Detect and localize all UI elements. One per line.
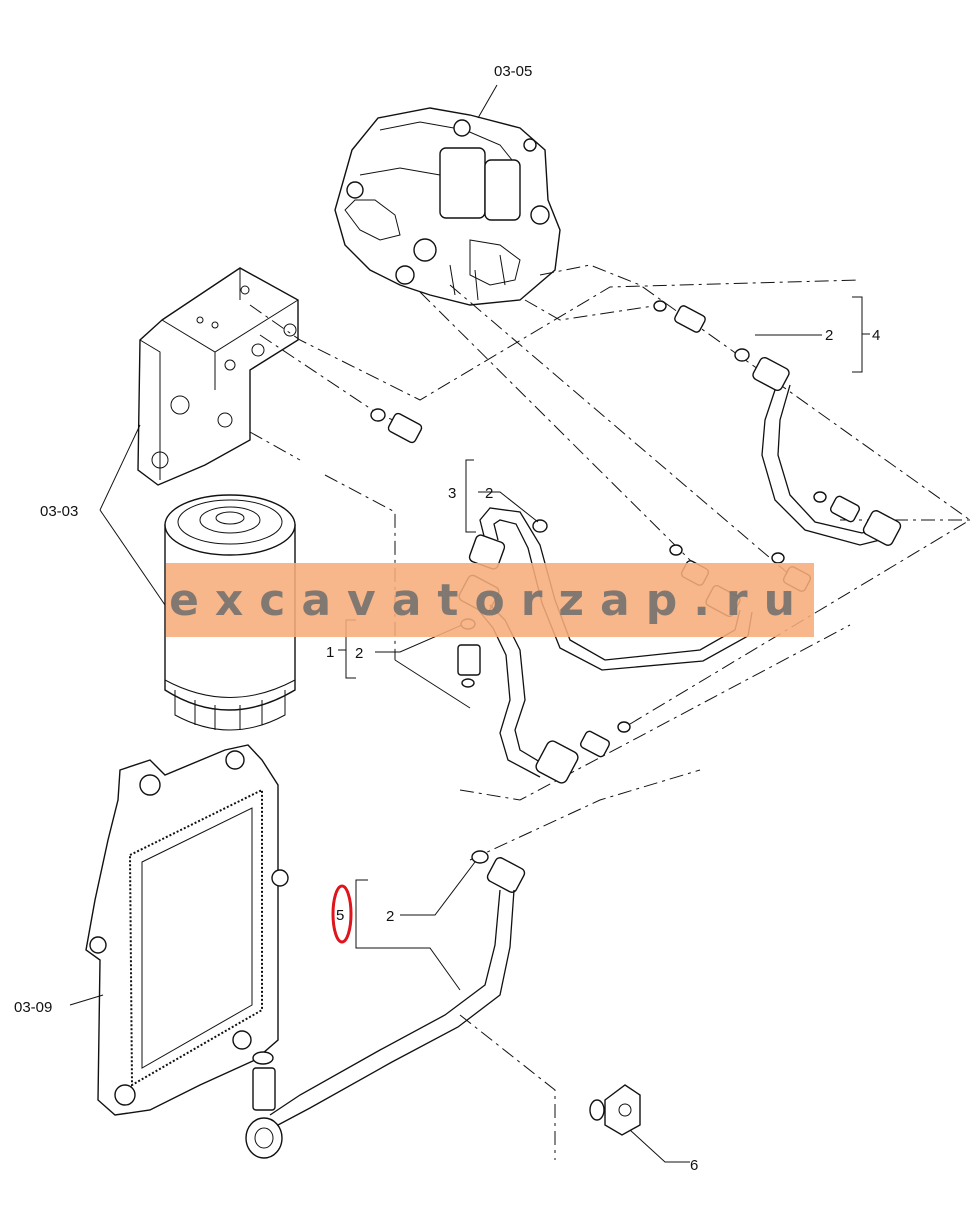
bracket-3 [465,459,476,533]
leader-bracket-1 [99,424,141,511]
leader-6 [629,1129,690,1163]
fuel-pipes-middle [457,507,812,784]
leader-2b [478,491,539,523]
sensor-drawing [589,1084,641,1136]
watermark-band [166,563,814,637]
fittings-upper [370,300,902,546]
item-2b-label: 2 [485,485,493,502]
fuel-cooler-drawing [85,744,289,1116]
item-1-label: 1 [326,644,334,661]
leader-pump [477,84,498,119]
leader-2d [400,861,476,916]
item-6-label: 6 [690,1157,698,1174]
fuel-pipe-lower [245,850,526,1159]
item-4-label: 4 [872,327,880,344]
fuel-pump-drawing [334,107,561,306]
cooler-ref-label: 03-09 [14,999,52,1016]
assembly-lines [249,264,972,1160]
highlight-ring [331,884,353,944]
item-2a-label: 2 [825,327,833,344]
item-3-label: 3 [448,485,456,502]
item-2c-label: 2 [355,645,363,662]
bracket-4 [852,296,863,373]
pump-ref-label: 03-05 [494,63,532,80]
leader-1-low [394,659,471,709]
filter-bracket-drawing [137,267,299,486]
leader-5-low [356,947,461,991]
leader-cooler [69,994,104,1006]
watermark-text: excavatorzap.ru [169,574,811,626]
bracket-ref-label: 03-03 [40,503,78,520]
leader-bracket-2 [99,509,166,606]
item-5-label: 5 [336,907,344,924]
bracket-5 [355,879,368,949]
item-2d-label: 2 [386,908,394,925]
